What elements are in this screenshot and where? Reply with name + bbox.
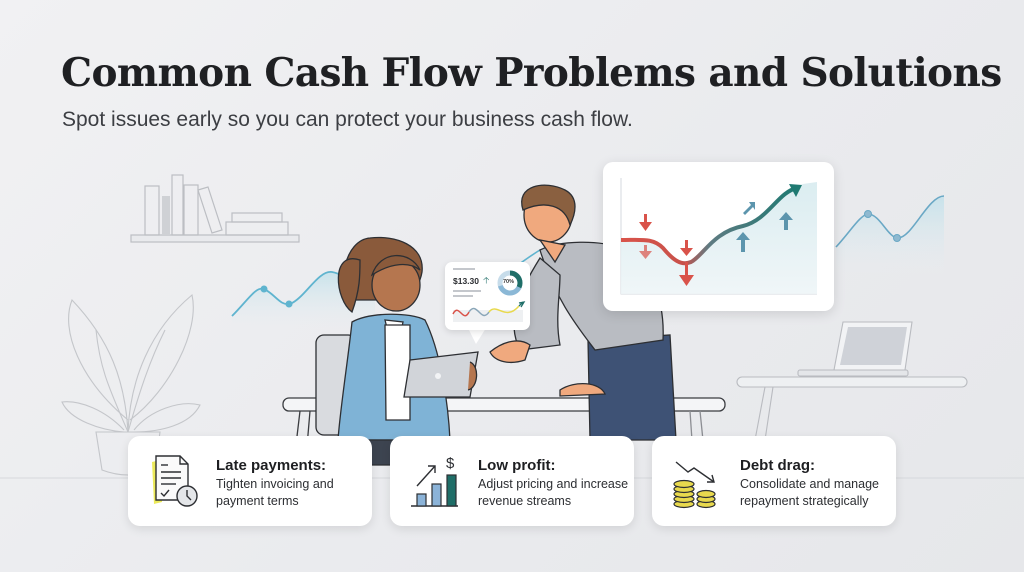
laptop-desk-icon (736, 321, 968, 441)
card-description: Adjust pricing and increase revenue stre… (478, 477, 629, 508)
red-down-arrow-icon (639, 214, 694, 286)
svg-text:$: $ (446, 455, 455, 472)
page-title: Common Cash Flow Problems and Solutions (61, 50, 1002, 96)
late-invoice-clock-icon (152, 455, 198, 507)
donut-chart-icon (497, 270, 523, 296)
bookshelf-icon (130, 174, 300, 243)
background-area-chart-right (835, 195, 945, 276)
card-late-payments: Late payments: Tighten invoicing and pay… (128, 436, 372, 526)
card-debt-drag: Debt drag: Consolidate and manage repaym… (652, 436, 896, 526)
rising-bar-chart-dollar-icon: $ (411, 455, 458, 507)
wall-trend-chart (603, 162, 834, 311)
trend-chart-graphic (620, 178, 817, 295)
up-arrow-icon: 🡡 (483, 275, 490, 285)
amount-value: $13.30 (453, 276, 479, 286)
card-low-profit: $ Low profit: Adjust pricing and increas… (390, 436, 634, 526)
financial-summary-bubble: $13.30 🡡 70% (445, 262, 530, 330)
page-subtitle: Spot issues early so you can protect you… (62, 108, 633, 131)
donut-percent: 70% (503, 279, 515, 285)
card-description: Tighten invoicing and payment terms (216, 477, 334, 508)
card-title: Low profit: (478, 457, 556, 474)
teal-up-arrow-icon (736, 202, 793, 252)
coins-downtrend-icon (673, 461, 716, 509)
card-title: Debt drag: (740, 457, 815, 474)
card-description: Consolidate and manage repayment strateg… (740, 477, 879, 508)
card-title: Late payments: (216, 457, 327, 474)
bubble-graphics (452, 268, 526, 322)
